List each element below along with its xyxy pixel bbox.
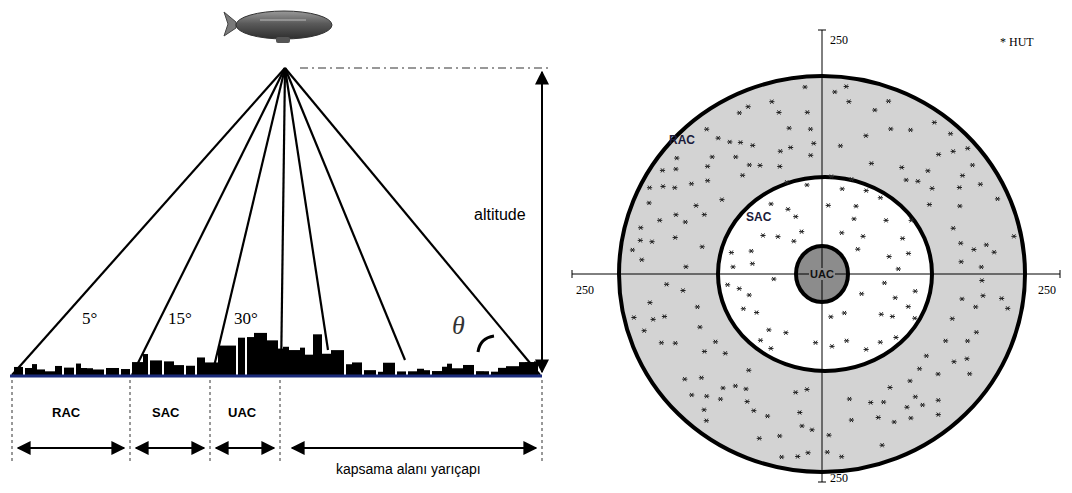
axis-value: 250 (830, 472, 848, 485)
axis-value: 250 (1038, 284, 1056, 297)
axis-value: 250 (830, 34, 848, 47)
angle-label: 5° (82, 310, 97, 329)
zone-label: SAC (152, 406, 179, 420)
angle-symbol: θ (452, 312, 465, 341)
zone-label: RAC (52, 406, 80, 420)
hut-markers (630, 84, 1017, 459)
altitude-reference (300, 67, 548, 68)
axis-value: 250 (576, 284, 594, 297)
zone-label: RAC (669, 134, 695, 147)
angle-label: 30° (234, 310, 258, 329)
zone-dividers (12, 380, 542, 462)
altitude-label: altitude (474, 206, 526, 224)
axes (572, 30, 1060, 482)
zone-label: UAC (809, 268, 835, 280)
angle-arc (478, 336, 494, 352)
ground-line (10, 375, 542, 378)
zone-label: SAC (746, 211, 771, 224)
legend-note: * HUT (1000, 36, 1034, 49)
beam-lines (12, 68, 540, 375)
zone-label: UAC (228, 406, 256, 420)
span-arrows (18, 447, 536, 449)
angle-label: 15° (168, 310, 192, 329)
radius-label: kapsama alanı yarıçapı (336, 462, 481, 477)
altitude-arrow (541, 72, 543, 372)
airship (224, 11, 332, 43)
